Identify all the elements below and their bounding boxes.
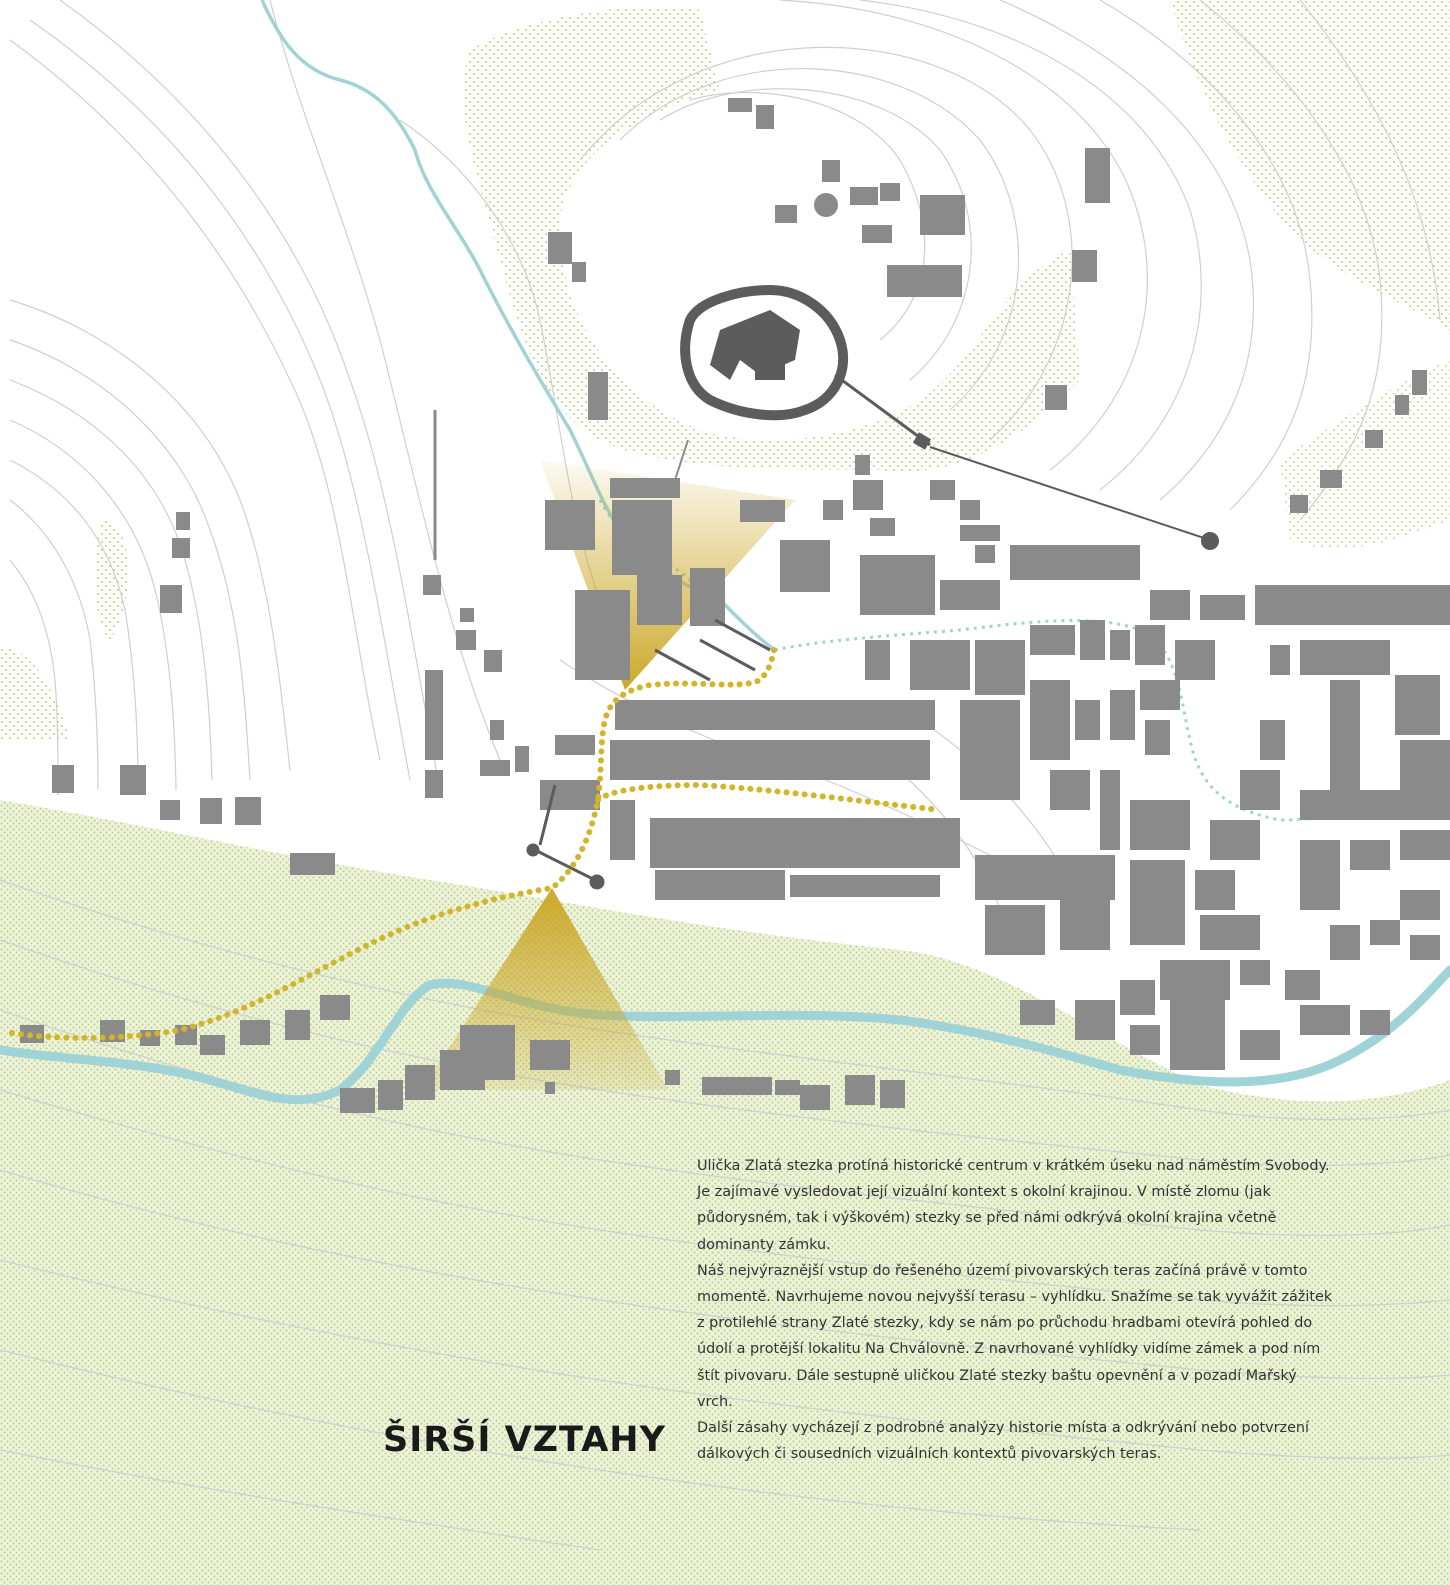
golden-path-main: [9, 642, 778, 1041]
west-vegetation: [0, 648, 70, 740]
description-paragraph-1: Ulička Zlatá stezka protíná historické c…: [697, 1158, 1330, 1253]
bastion-marker: [1201, 532, 1219, 550]
south-meadow-dots: [0, 800, 1450, 1585]
description-paragraph-2: Náš nejvýraznější vstup do řešeného územ…: [697, 1262, 1333, 1410]
town-walls: [526, 618, 771, 890]
description-paragraph-3: Další zásahy vycházejí z podrobné analýz…: [697, 1420, 1310, 1463]
castle-walls: [680, 284, 849, 421]
page-title: ŠIRŠÍ VZTAHY: [383, 1420, 666, 1460]
castle-hill-vegetation: [463, 7, 1080, 472]
east-hill-vegetation: [1170, 0, 1450, 330]
center-vegetation: [95, 519, 129, 640]
buildings: [20, 98, 1450, 1113]
river: [0, 965, 1450, 1105]
golden-path-branch: [595, 781, 943, 813]
golden-path: [9, 642, 943, 1041]
castle: [433, 284, 1219, 560]
description-text: Ulička Zlatá stezka protíná historické c…: [697, 1153, 1337, 1467]
contour-lines: [0, 0, 1450, 1551]
